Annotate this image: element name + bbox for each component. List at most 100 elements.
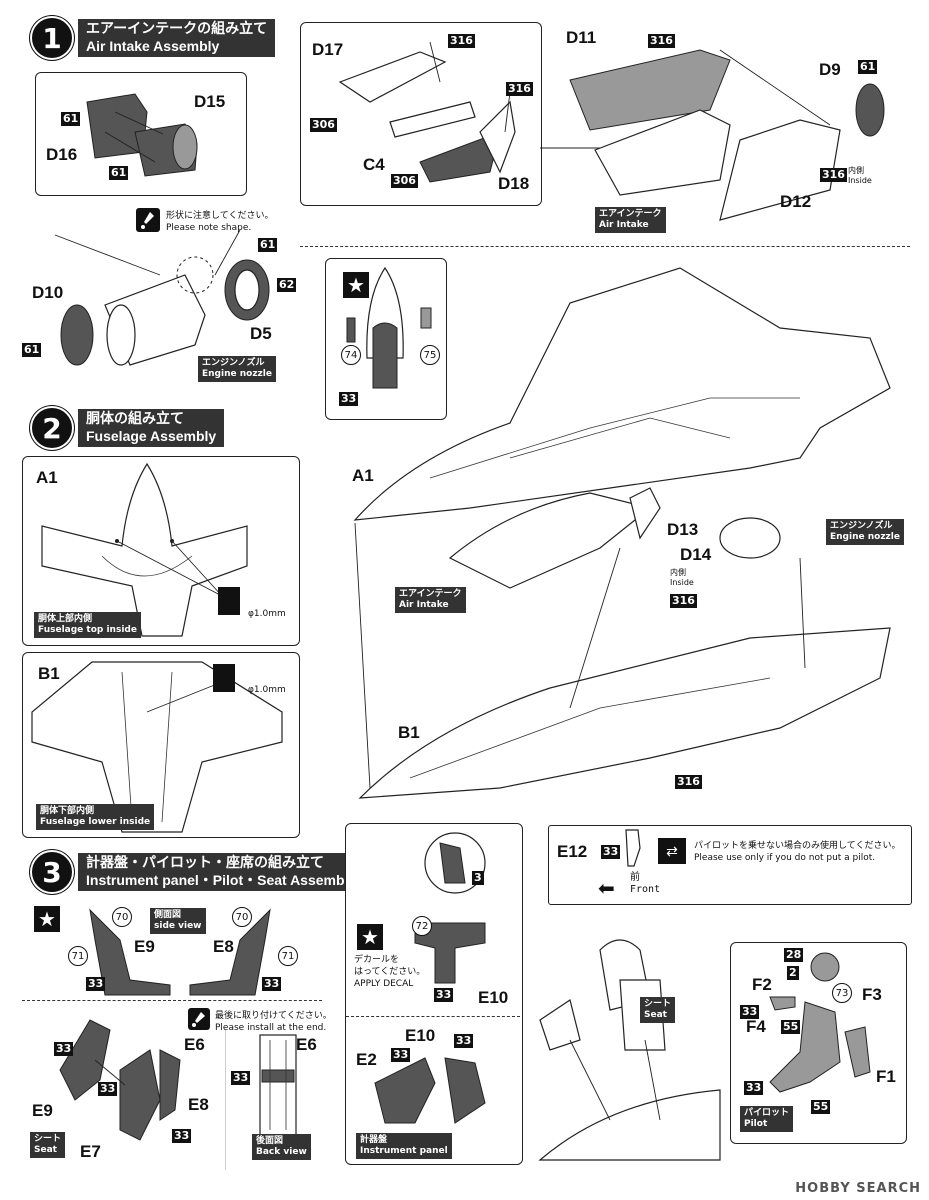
inside-note-en: Inside: [670, 578, 694, 587]
part-D17: D17: [312, 40, 344, 59]
color-61: 61: [109, 166, 129, 180]
stick-drawing: [625, 829, 641, 867]
intake-tube-drawing: [54, 229, 270, 366]
part-B1: B1: [398, 723, 420, 742]
fuselage-top-tag-jp: 胴体上部内側: [38, 614, 93, 624]
part-D16: D16: [46, 145, 78, 164]
color-61: 61: [61, 112, 81, 126]
install-last-note-en: Please install at the end.: [215, 1023, 327, 1033]
front-note-jp: 前: [630, 872, 640, 883]
pilot-alternate-box: [548, 825, 912, 905]
part-D11: D11: [566, 28, 597, 47]
step-number: 2: [32, 408, 72, 448]
part-E9: E9: [134, 937, 155, 956]
seat-tag-en: Seat: [644, 1010, 667, 1020]
color-33: 33: [172, 1129, 192, 1143]
hole-size-note: φ1.0mm: [248, 609, 286, 619]
color-316: 316: [448, 34, 475, 48]
step-2-header: 2 胴体の組み立て Fuselage Assembly: [32, 408, 225, 448]
part-A1: A1: [36, 468, 58, 487]
step-3-header: 3 計器盤・パイロット・座席の組み立て Instrument panel・Pil…: [32, 852, 365, 892]
apply-decal-jp2: はってください。: [354, 967, 426, 977]
seat-tag: シート Seat: [30, 1132, 66, 1158]
color-33: 33: [740, 1005, 760, 1019]
part-D13: D13: [667, 520, 699, 539]
intake-duct-drawing: [540, 49, 885, 221]
part-E6: E6: [296, 1035, 317, 1054]
part-D18: D18: [498, 174, 530, 193]
pilot-tag: パイロット Pilot: [740, 1106, 794, 1132]
part-D10: D10: [32, 283, 64, 302]
color-33: 33: [454, 1034, 474, 1048]
color-71: 71: [68, 946, 88, 966]
pilot-tag-jp: パイロット: [744, 1108, 790, 1118]
pilot-drawing: [769, 952, 871, 1093]
part-F3: F3: [862, 985, 882, 1004]
color-55: 55: [811, 1100, 831, 1114]
color-316: 316: [670, 594, 697, 608]
step-title: 胴体の組み立て Fuselage Assembly: [78, 409, 225, 447]
air-intake-tag-en: Air Intake: [399, 600, 449, 610]
step-title-en: Air Intake Assembly: [86, 38, 220, 54]
star-icon: ★: [343, 272, 369, 298]
color-55: 55: [781, 1020, 801, 1034]
color-33: 33: [391, 1048, 411, 1062]
part-D12: D12: [780, 192, 812, 211]
watermark: HOBBY SEARCH: [795, 1181, 921, 1196]
part-E8: E8: [213, 937, 234, 956]
color-316: 316: [648, 34, 675, 48]
color-33: 33: [434, 988, 454, 1002]
step-title: 計器盤・パイロット・座席の組み立て Instrument panel・Pilot…: [78, 853, 365, 891]
step-title: エアーインテークの組み立て Air Intake Assembly: [78, 19, 276, 57]
color-61: 61: [258, 238, 278, 252]
color-33: 33: [262, 977, 282, 991]
seat-side-drawing: [89, 908, 271, 996]
inside-note: 内側 Inside: [670, 568, 694, 588]
engine-nozzle-tag: エンジンノズル Engine nozzle: [198, 356, 276, 382]
engine-nozzle-tag-en: Engine nozzle: [830, 532, 900, 542]
part-D5: D5: [250, 324, 272, 343]
instrument-panel-tag-jp: 計器盤: [360, 1135, 388, 1145]
color-75: 75: [420, 345, 440, 365]
color-33: 33: [601, 845, 621, 859]
color-61: 61: [858, 60, 878, 74]
caution-icon: [136, 208, 160, 232]
color-306: 306: [391, 174, 418, 188]
caution-icon: [188, 1008, 210, 1030]
air-intake-tag-jp: エアインテーク: [399, 589, 462, 599]
color-70: 70: [232, 907, 252, 927]
inside-note-jp: 内側: [670, 568, 686, 577]
color-70: 70: [112, 907, 132, 927]
seat-tag-jp: シート: [644, 999, 672, 1009]
part-E6: E6: [184, 1035, 205, 1054]
color-33: 33: [98, 1082, 118, 1096]
color-33: 33: [231, 1071, 251, 1085]
part-E8: E8: [188, 1095, 209, 1114]
side-view-tag: 側面図 side view: [150, 908, 206, 934]
alternate-icon: ⇄: [658, 838, 686, 864]
color-33: 33: [744, 1081, 764, 1095]
install-last-note: 最後に取り付けてください。 Please install at the end.: [215, 1010, 332, 1034]
step-1-header: 1 エアーインテークの組み立て Air Intake Assembly: [32, 18, 276, 58]
step-title-jp: 計器盤・パイロット・座席の組み立て: [86, 855, 324, 871]
seat-back-drawing: [259, 1034, 297, 1136]
instrument-panel-drawing: [374, 832, 486, 1124]
pilot-tag-en: Pilot: [744, 1119, 768, 1129]
fuselage-top-tag: 胴体上部内側 Fuselage top inside: [34, 612, 141, 638]
intake-inset-drawing: [86, 93, 198, 177]
back-view-tag: 後面図 Back view: [252, 1134, 311, 1160]
step-number: 1: [32, 18, 72, 58]
color-74: 74: [341, 345, 361, 365]
fuselage-top-tag-en: Fuselage top inside: [38, 625, 137, 635]
part-E12: E12: [557, 842, 588, 861]
hole-detail-icon: [213, 664, 235, 692]
color-28: 28: [784, 948, 804, 962]
part-F2: F2: [752, 975, 772, 994]
part-D15: D15: [194, 92, 226, 111]
air-intake-tag: エアインテーク Air Intake: [595, 207, 666, 233]
seat-tag-en: Seat: [34, 1145, 57, 1155]
apply-decal-note: デカールを はってください。 APPLY DECAL: [354, 954, 425, 990]
engine-nozzle-tag-jp: エンジンノズル: [830, 521, 893, 531]
color-2: 2: [787, 966, 799, 980]
inside-note: 内側 Inside: [848, 166, 872, 186]
